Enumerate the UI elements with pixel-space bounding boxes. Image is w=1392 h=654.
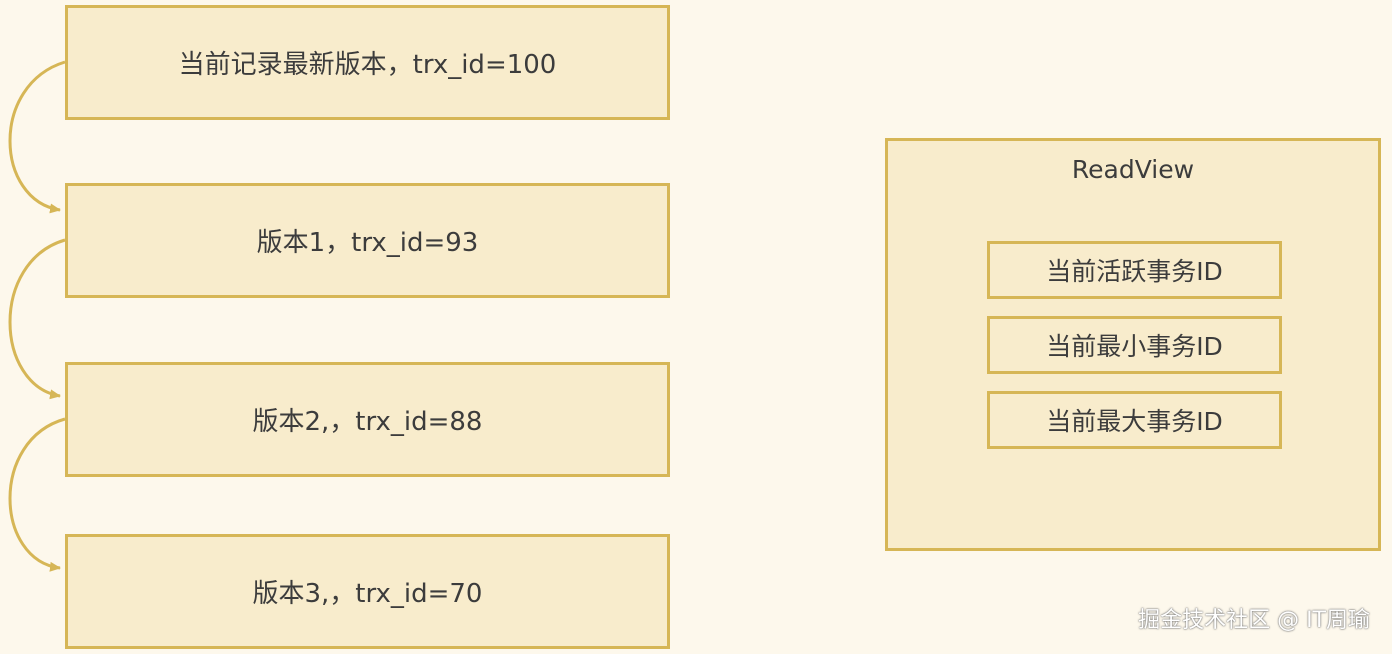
arrow-v3-to-v4 (8, 417, 66, 572)
version-box-1: 版本1，trx_id=93 (65, 183, 670, 298)
readview-box: ReadView 当前活跃事务ID 当前最小事务ID 当前最大事务ID (885, 138, 1381, 551)
version-box-2: 版本2,，trx_id=88 (65, 362, 670, 477)
readview-item-active-ids: 当前活跃事务ID (987, 241, 1282, 299)
readview-item-label: 当前活跃事务ID (1046, 257, 1223, 286)
version-label: 版本1，trx_id=93 (256, 228, 479, 258)
version-label: 版本3,，trx_id=70 (252, 579, 483, 609)
readview-item-min-id: 当前最小事务ID (987, 316, 1282, 374)
version-label: 版本2,，trx_id=88 (252, 407, 483, 437)
version-box-latest: 当前记录最新版本，trx_id=100 (65, 5, 670, 120)
readview-item-max-id: 当前最大事务ID (987, 391, 1282, 449)
watermark: 掘金技术社区 @ IT周瑜 (1138, 608, 1370, 633)
arrow-v2-to-v3 (8, 238, 66, 400)
readview-title: ReadView (1071, 155, 1195, 184)
arrow-v1-to-v2 (8, 60, 66, 214)
version-label: 当前记录最新版本，trx_id=100 (178, 50, 557, 80)
version-box-3: 版本3,，trx_id=70 (65, 534, 670, 649)
readview-item-label: 当前最大事务ID (1046, 407, 1223, 436)
readview-item-label: 当前最小事务ID (1046, 332, 1223, 361)
